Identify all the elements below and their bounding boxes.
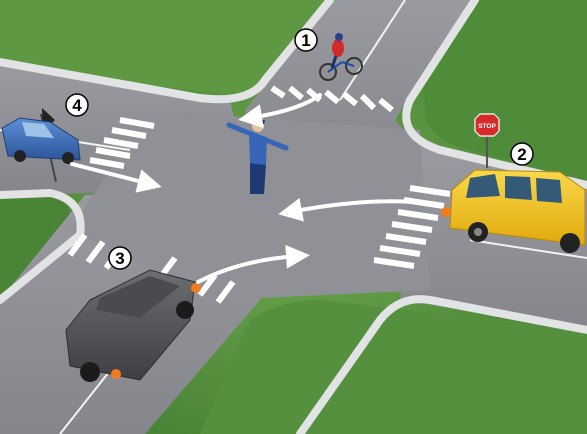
marker-2: 2 [511,143,533,165]
marker-4-label: 4 [72,96,82,115]
marker-3: 3 [109,247,131,269]
marker-4: 4 [66,94,88,116]
stop-sign-text: STOP [478,123,496,130]
marker-1-label: 1 [301,31,310,50]
marker-1: 1 [295,29,317,51]
marker-2-label: 2 [517,145,526,164]
marker-3-label: 3 [115,249,124,268]
